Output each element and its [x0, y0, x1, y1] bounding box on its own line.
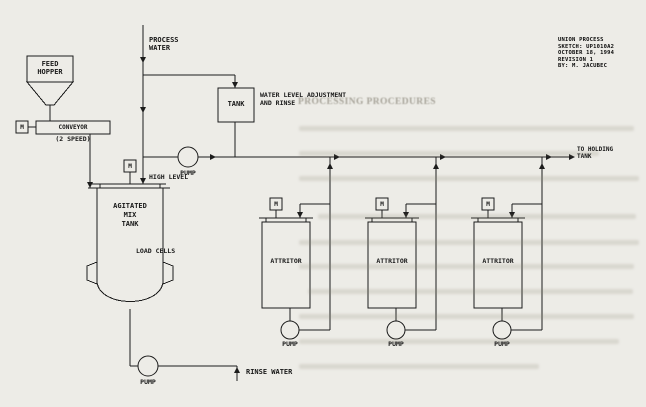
attritor-3-label: ATTRITOR: [482, 257, 514, 265]
feed-hopper: [25, 55, 75, 121]
bleedthrough-text-line: [299, 126, 634, 131]
feed-pump-label: PUMP: [180, 169, 196, 177]
to-holding-tank-label: TO HOLDING TANK: [577, 146, 614, 160]
arrow-down-icon: [87, 182, 93, 188]
arrow-right-icon: [569, 154, 575, 160]
attritor-3-pump-label: PUMP: [494, 340, 510, 348]
bleedthrough-text-line: [299, 240, 639, 245]
attritor-3: [471, 157, 545, 331]
pump-circle-feed: [177, 146, 199, 168]
attritor-2-pump-label: PUMP: [388, 340, 404, 348]
arrow-down-icon: [140, 57, 146, 63]
arrow-down-icon: [403, 212, 409, 218]
attritor-1-pump-label: PUMP: [282, 340, 298, 348]
mix-tank-dome: [96, 281, 164, 302]
attritor-3-vessel: [473, 221, 523, 309]
conveyor-speed-label: (2 SPEED): [55, 135, 91, 143]
attritor-1-label: ATTRITOR: [270, 257, 302, 265]
arrow-up-icon: [539, 163, 545, 169]
arrow-down-icon: [297, 212, 303, 218]
pump-circle-attritor-2: [386, 320, 406, 340]
water-tank-label: TANK: [227, 100, 245, 108]
bleedthrough-heading: PROCESSING PROCEDURES: [298, 97, 436, 107]
attritor-2-motor-label: M: [380, 201, 384, 208]
bleedthrough-text-line: [299, 339, 619, 344]
holding-tank-header: [143, 154, 575, 160]
arrow-right-icon: [210, 154, 216, 160]
rinse-pump-label: PUMP: [140, 378, 156, 386]
feed-hopper-label: FEED HOPPER: [37, 60, 63, 76]
attritor-3-motor-label: M: [486, 201, 490, 208]
arrow-down-icon: [232, 82, 238, 88]
mix-tank-label: AGITATED MIX TANK: [113, 202, 147, 228]
conveyor-label: CONVEYOR: [58, 124, 88, 131]
attritor-2-vessel: [367, 221, 417, 309]
arrow-up-icon: [234, 367, 240, 373]
attritor-2-label: ATTRITOR: [376, 257, 408, 265]
rinse-water-label: RINSE WATER: [246, 368, 293, 376]
title-block: UNION PROCESS SKETCH: UP1010A2 OCTOBER 1…: [558, 37, 644, 70]
high-level-label: HIGH LEVEL: [149, 173, 189, 181]
arrow-up-icon: [327, 163, 333, 169]
feed-hopper-chute: [25, 81, 75, 106]
water-level-adjustment-label: WATER LEVEL ADJUSTMENT AND RINSE: [260, 91, 347, 107]
arrow-up-icon: [433, 163, 439, 169]
attritor-1: [259, 157, 333, 331]
load-cell-left: [86, 261, 98, 285]
bleedthrough-text-line: [299, 264, 634, 269]
attritor-2: [365, 157, 439, 331]
process-water-label: PROCESS WATER: [149, 36, 179, 52]
arrow-right-icon: [334, 154, 340, 160]
bleedthrough-text-line: [308, 289, 633, 294]
bleedthrough-text-line: [318, 214, 636, 219]
pump-circle-rinse: [137, 355, 159, 377]
load-cells-label: LOAD CELLS: [136, 247, 176, 255]
load-cell-right: [162, 261, 174, 285]
arrow-right-icon: [546, 154, 552, 160]
arrow-down-icon: [140, 178, 146, 184]
title-block-line: BY: M. JACUBEC: [558, 63, 608, 70]
title-block-line: UNION PROCESS: [558, 37, 604, 43]
water-tank-box: [217, 87, 255, 123]
conveyor: [15, 120, 111, 188]
attritor-1-motor-label: M: [274, 201, 278, 208]
bleedthrough-text-line: [299, 364, 539, 369]
title-block-line: OCTOBER 18, 1994: [558, 50, 615, 57]
pump-circle-attritor-1: [280, 320, 300, 340]
bleedthrough-text-line: [299, 176, 639, 181]
pump-circle-attritor-3: [492, 320, 512, 340]
bleedthrough-text-line: [299, 314, 634, 319]
arrow-down-icon: [140, 107, 146, 113]
attritor-1-vessel: [261, 221, 311, 309]
conveyor-motor-label: M: [20, 124, 24, 131]
agitated-mix-tank: [86, 159, 240, 381]
arrow-down-icon: [509, 212, 515, 218]
title-block-line: REVISION 1: [558, 56, 594, 63]
bleedthrough-text-line: [299, 151, 599, 156]
conveyor-box: [35, 120, 111, 135]
mix-tank-motor-label: M: [128, 163, 132, 170]
title-block-line: SKETCH: UP1010A2: [558, 43, 615, 50]
arrow-right-icon: [440, 154, 446, 160]
